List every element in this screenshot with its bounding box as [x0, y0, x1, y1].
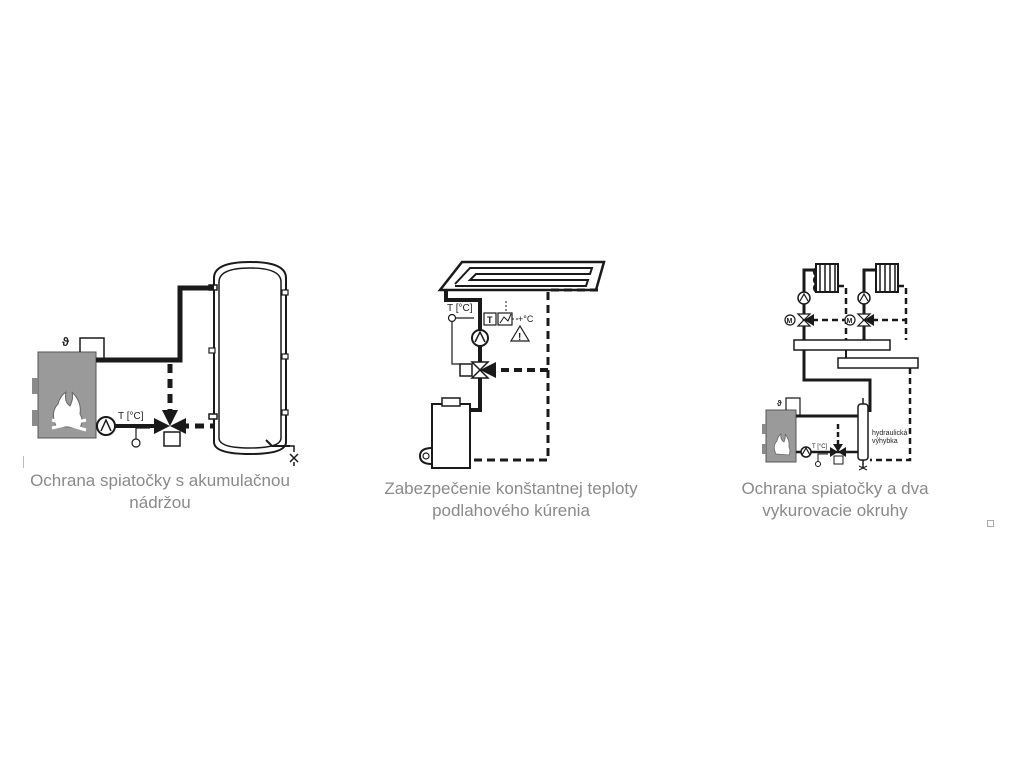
pump-icon-2	[471, 329, 489, 347]
radiator-2	[875, 263, 899, 293]
hydraulic-separator	[857, 398, 869, 471]
corner-marker	[987, 520, 994, 527]
svg-text:+°C: +°C	[518, 314, 534, 324]
motor-valve-icon-1: M	[784, 313, 814, 327]
svg-text:!: !	[518, 332, 521, 343]
caption-diagram-3: Ochrana spiatočky a dva vykurovacie okru…	[741, 479, 929, 520]
svg-text:M: M	[787, 318, 793, 325]
temp-label-3: T [°C]	[812, 444, 828, 450]
caption-diagram-1: Ochrana spiatočky s akumulačnou nádržou	[30, 471, 290, 512]
return-manifold	[837, 357, 919, 369]
three-way-valve-icon-3	[830, 444, 846, 465]
boiler-3	[762, 409, 797, 463]
accumulation-tank	[208, 260, 299, 466]
motor-valve-icon-2: M	[844, 313, 874, 327]
three-way-valve-icon	[154, 410, 186, 447]
pump-icon-3a	[797, 291, 811, 305]
thermostat-icon: T +°C	[483, 301, 534, 326]
temp-label-2: T [°C]	[447, 303, 473, 314]
caption-diagram-2: Zabezpečenie konštantnej teploty podlaho…	[384, 479, 638, 520]
pump-icon-3b	[857, 291, 871, 305]
supply-manifold	[793, 339, 891, 351]
boiler	[32, 351, 97, 439]
separator-label-1: hydraulická	[872, 430, 908, 437]
warning-icon: !	[509, 324, 531, 343]
boiler-2	[418, 397, 471, 469]
temp-label: T [°C]	[118, 411, 144, 422]
svg-text:M: M	[847, 318, 853, 325]
separator-label-2: výhybka	[872, 438, 898, 445]
theta-symbol: ϑ	[62, 335, 69, 349]
mixing-valve-icon	[459, 361, 496, 379]
floor-heating-coil	[437, 260, 606, 292]
edge-tick	[23, 456, 24, 468]
radiator-1	[813, 263, 839, 293]
pump-icon	[96, 416, 116, 436]
theta-symbol-3: ϑ	[777, 399, 782, 408]
pump-icon-3c	[800, 446, 812, 458]
svg-text:T: T	[487, 315, 493, 325]
